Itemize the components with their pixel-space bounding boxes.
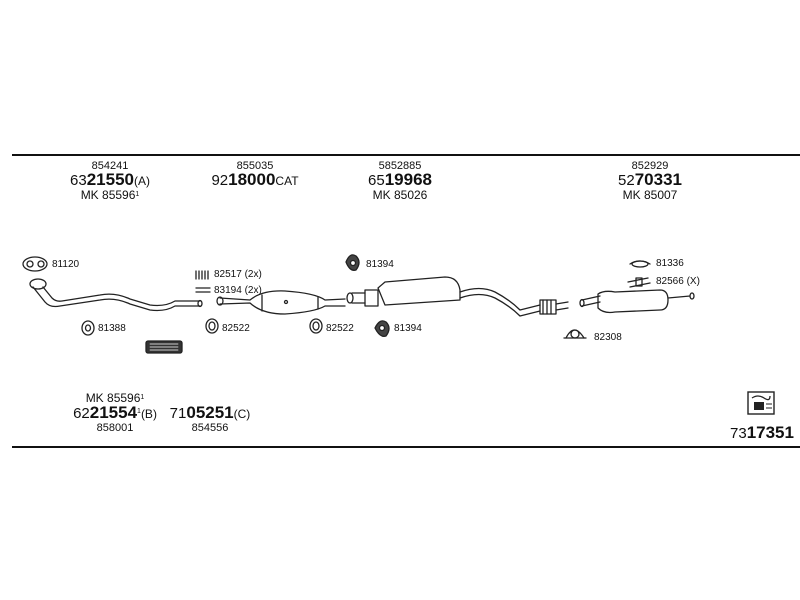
part-label-81120: 81120 bbox=[52, 259, 80, 270]
part-label-82566: 82566 (X) bbox=[656, 276, 700, 287]
part-label-82522: 82522 bbox=[222, 323, 250, 334]
diagram-code: 7317351 bbox=[730, 423, 794, 442]
mk-code: MK 855961 bbox=[80, 188, 140, 202]
part-label-81336: 81336 bbox=[656, 258, 684, 269]
ref-number: 5852885 bbox=[378, 160, 422, 172]
top-rule bbox=[12, 154, 800, 156]
part-label-83194: 83194 (2x) bbox=[214, 285, 262, 296]
rubber-hanger-81394-icon bbox=[345, 254, 360, 271]
rear-muffler-icon bbox=[579, 289, 695, 314]
part-label-82517: 82517 (2x) bbox=[214, 269, 262, 280]
catalytic-converter-icon bbox=[216, 290, 346, 315]
gasket-82522-icon bbox=[309, 318, 323, 334]
mk-code: MK 85007 bbox=[622, 188, 678, 202]
mk-code: MK 855961 bbox=[85, 391, 145, 405]
catalog-diagram-icon bbox=[747, 391, 775, 415]
rubber-hanger-81336-icon bbox=[629, 260, 651, 268]
gasket-81120-icon bbox=[22, 256, 48, 272]
part-label-82308: 82308 bbox=[594, 332, 622, 343]
order-code: 6321550(A) bbox=[70, 170, 150, 189]
top-group-2: 855035 9218000CAT bbox=[190, 160, 320, 189]
ref-number: 854556 bbox=[191, 422, 229, 434]
gasket-82522-icon bbox=[205, 318, 219, 334]
bottom-group-mid: 7105251(C) 854556 bbox=[150, 403, 270, 434]
front-pipe-icon bbox=[29, 278, 203, 312]
order-code: 5270331 bbox=[618, 170, 682, 189]
rubber-hanger-81394-icon bbox=[374, 320, 390, 337]
part-label-81394: 81394 bbox=[394, 323, 422, 334]
clamp-82308-icon bbox=[563, 329, 587, 339]
ref-number: 852929 bbox=[631, 160, 669, 172]
clip-82566-icon bbox=[627, 277, 651, 288]
top-group-3: 5852885 6519968 MK 85026 bbox=[340, 160, 460, 202]
bottom-rule bbox=[12, 446, 800, 448]
mk-code: MK 85026 bbox=[372, 188, 428, 202]
order-code: 7105251(C) bbox=[169, 403, 251, 422]
order-code: 9218000CAT bbox=[211, 170, 299, 189]
part-label-81394: 81394 bbox=[366, 259, 394, 270]
part-label-81388: 81388 bbox=[98, 323, 126, 334]
clamp-pad-icon bbox=[145, 340, 183, 354]
ref-number: 855035 bbox=[236, 160, 274, 172]
order-code: 62215541(B) bbox=[73, 403, 157, 422]
rubber-ring-81388-icon bbox=[81, 320, 95, 336]
bolts-82517-icon bbox=[195, 270, 211, 293]
top-group-1: 854241 6321550(A) MK 855961 bbox=[50, 160, 170, 202]
part-label-82522: 82522 bbox=[326, 323, 354, 334]
top-group-4: 852929 5270331 MK 85007 bbox=[590, 160, 710, 202]
center-muffler-icon bbox=[346, 276, 569, 317]
ref-number: 858001 bbox=[96, 422, 134, 434]
bottom-group-left: MK 855961 62215541(B) 858001 bbox=[55, 391, 175, 435]
ref-number: 854241 bbox=[91, 160, 129, 172]
order-code: 6519968 bbox=[368, 170, 432, 189]
